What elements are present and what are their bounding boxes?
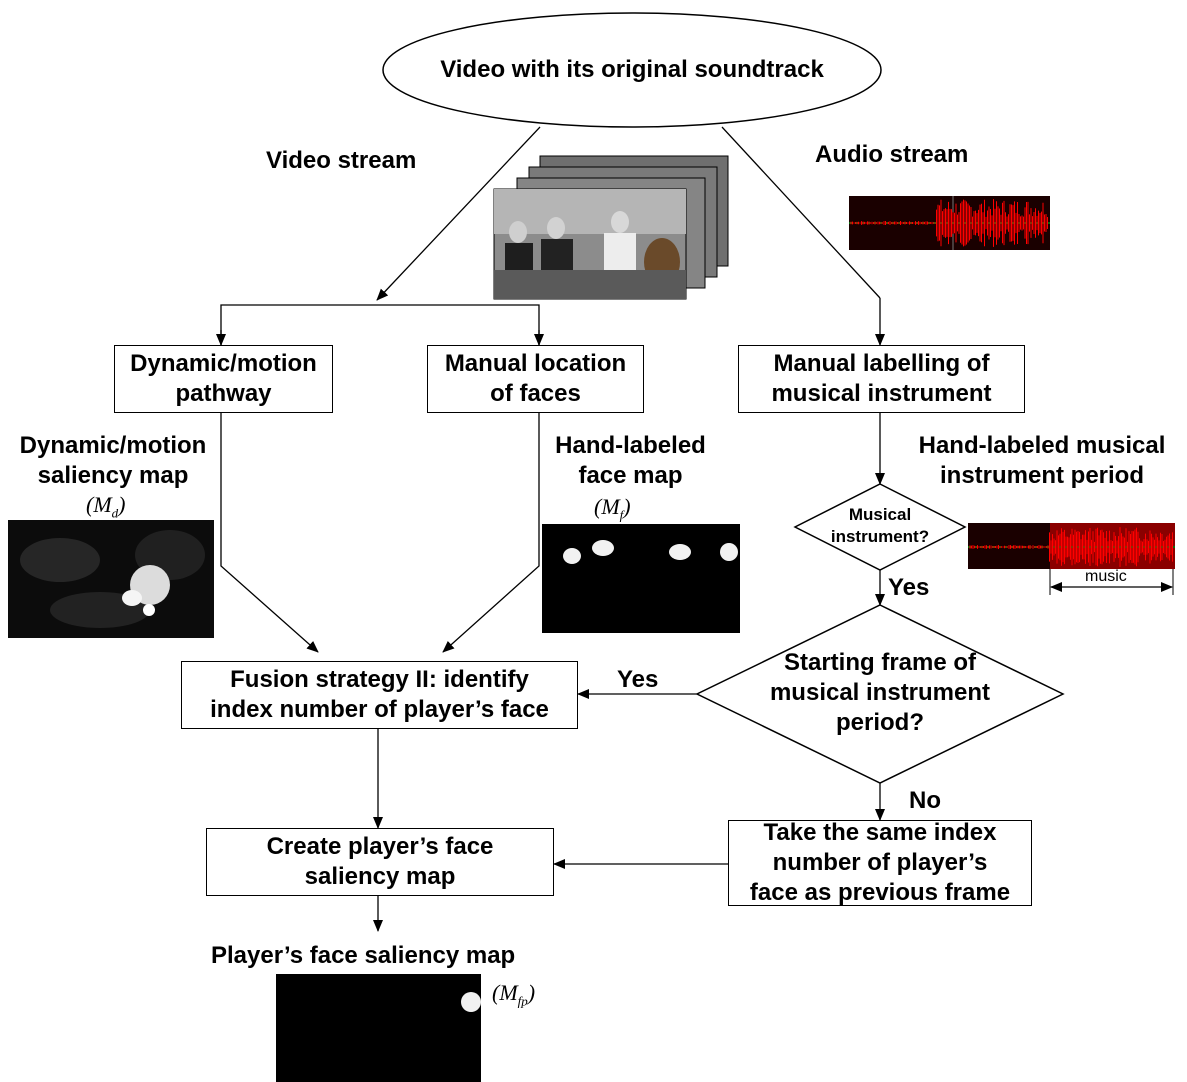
symbol-mfp-sub: fp [517,993,528,1009]
motion-map-label-line-1: Dynamic/motion [19,432,207,459]
face-location-line-2: of faces [490,380,581,407]
face-map-image [542,524,740,633]
decision-start-line-2: musical instrument [769,679,991,706]
face-spot-1 [563,548,581,564]
edge-source-to-audio [721,126,881,299]
audio-waveform-right [968,523,1175,595]
same-index-line-2: number of player’s [772,849,988,876]
create-map-line-1: Create player’s face [266,833,494,860]
symbol-md: (Md) [86,492,126,521]
face-spot-4 [720,543,738,561]
motion-map-label: Dynamic/motion saliency map [8,431,218,491]
output-label: Player’s face saliency map [211,942,516,969]
video-person-1-head [509,221,527,243]
video-frame-foliage [494,189,686,234]
motion-map-label-line-2: saliency map [37,462,189,489]
no-label: No [909,787,941,814]
face-spot-2 [592,540,614,556]
source-node: Video with its original soundtrack [440,56,824,83]
same-index-line-3: face as previous frame [749,879,1011,906]
face-location-node: Manual location of faces [427,345,644,413]
audio-waveform-top [849,196,1050,250]
symbol-mf: (Mf) [594,494,631,523]
face-map-label-line-1: Hand-labeled [555,432,706,459]
symbol-mfp-base: M [499,980,518,1005]
fusion-node: Fusion strategy II: identify index numbe… [181,661,578,729]
video-table [494,270,686,299]
source-node-shape [382,12,882,128]
fusion-line-2: index number of player’s face [210,696,549,723]
decision-start-shape [695,604,1065,784]
same-index-line-1: Take the same index [763,819,997,846]
symbol-mf-sub: f [619,507,624,523]
same-index-node: Take the same index number of player’s f… [728,819,1032,906]
motion-pathway-line-1: Dynamic/motion [130,350,317,377]
decision-start-line-3: period? [836,709,924,736]
face-location-line-1: Manual location [444,350,627,377]
instrument-labelling-line-2: musical instrument [771,380,992,407]
video-frames-stack [493,155,729,300]
video-stream-label: Video stream [266,147,417,174]
face-map-label: Hand-labeled face map [548,431,713,491]
instrument-period-label: Hand-labeled musical instrument period [904,431,1180,491]
decision-start-line-1: Starting frame of [783,649,977,676]
face-spot-3 [669,544,691,560]
symbol-md-sub: d [111,505,119,521]
decision-instrument-line-2: instrument? [830,527,930,546]
decision-start-node: Starting frame of musical instrument per… [740,648,1020,738]
decision-instrument-shape [793,483,967,571]
face-map-label-line-2: face map [578,462,683,489]
fusion-line-1: Fusion strategy II: identify [230,666,529,693]
output-face-spot [461,992,481,1012]
video-person-3-head [611,211,629,233]
motion-pathway-line-2: pathway [175,380,272,407]
instrument-period-label-line-1: Hand-labeled musical [918,432,1166,459]
yes-label-1: Yes [888,574,930,601]
decision-instrument-node: Musical instrument? [815,504,945,548]
yes-label-2: Yes [617,666,659,693]
edge-motion-to-fusion [220,413,319,653]
decision-instrument-line-1: Musical [848,505,912,524]
instrument-period-label-line-2: instrument period [939,462,1144,489]
edge-split-bar [220,304,540,345]
create-map-node: Create player’s face saliency map [206,828,554,896]
instrument-labelling-node: Manual labelling of musical instrument [738,345,1025,413]
create-map-line-2: saliency map [304,863,456,890]
edge-source-to-video-split [376,126,541,301]
edge-faces-to-fusion [442,413,540,653]
music-label: music [1085,568,1127,585]
connectors [216,126,885,932]
output-saliency-image [276,974,481,1082]
instrument-labelling-line-1: Manual labelling of [773,350,990,377]
symbol-mf-base: M [601,494,620,519]
motion-saliency-image [8,520,214,638]
symbol-md-base: M [93,492,112,517]
video-person-2-head [547,217,565,239]
audio-stream-label: Audio stream [815,141,969,168]
symbol-mfp: (Mfp) [492,980,536,1009]
motion-pathway-node: Dynamic/motion pathway [114,345,333,413]
